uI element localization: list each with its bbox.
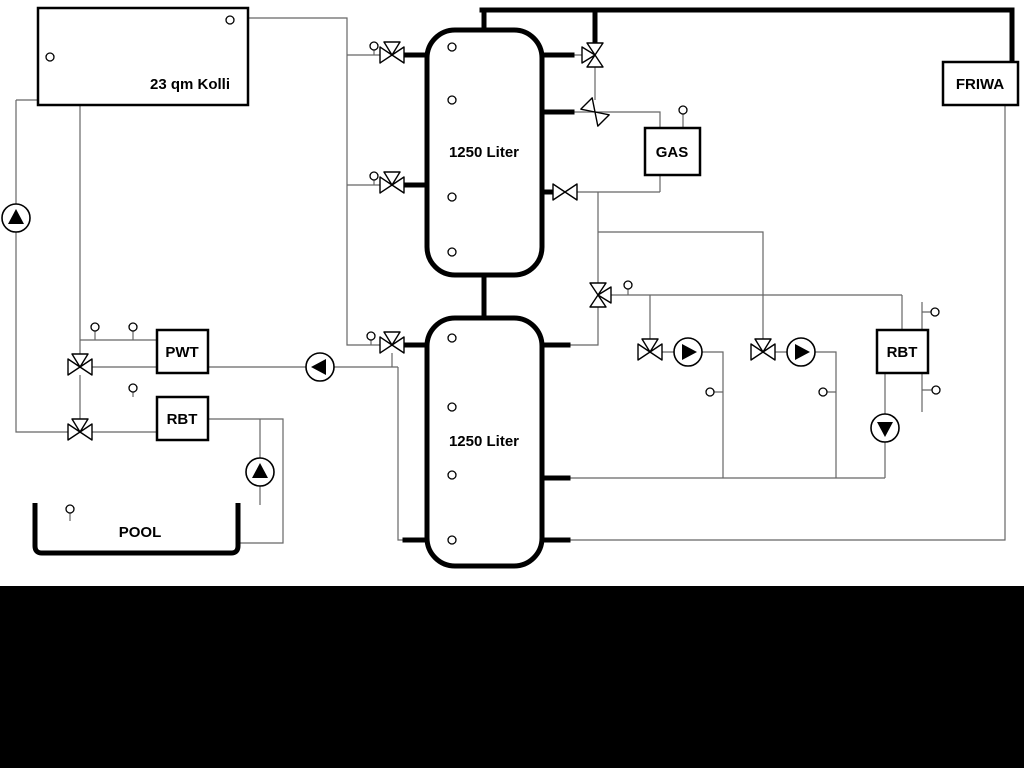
pool-label: POOL bbox=[119, 524, 162, 541]
pump-icon-solar-up bbox=[1, 203, 31, 233]
temperature-sensor-icon-valve-1 bbox=[369, 41, 379, 51]
tank-top-label: 1250 Liter bbox=[449, 144, 519, 161]
temperature-sensor-icon-tank1-1 bbox=[447, 42, 457, 52]
pump-icon-pool-up bbox=[245, 457, 275, 487]
temperature-sensor-icon-collector-left bbox=[45, 52, 55, 62]
gas-label: GAS bbox=[656, 144, 689, 161]
solar-collector-box bbox=[36, 6, 250, 107]
friwa-box bbox=[941, 60, 1020, 107]
temperature-sensor-icon-tank1-4 bbox=[447, 247, 457, 257]
pwt-label: PWT bbox=[165, 344, 198, 361]
temperature-sensor-icon-rbt-right-top bbox=[930, 307, 940, 317]
temperature-sensor-icon-rbt-right-bottom bbox=[931, 385, 941, 395]
collector-label: 23 qm Kolli bbox=[150, 76, 230, 93]
pump-icon-heating-circuit-2 bbox=[786, 337, 816, 367]
temperature-sensor-icon-valve-2 bbox=[369, 171, 379, 181]
temperature-sensor-icon-pwt-line-2 bbox=[128, 322, 138, 332]
temperature-sensor-icon-rbt-left bbox=[128, 383, 138, 393]
temperature-sensor-icon-tank2-1 bbox=[447, 333, 457, 343]
temperature-sensor-icon-pwt-line-1 bbox=[90, 322, 100, 332]
temperature-sensor-icon-header bbox=[623, 280, 633, 290]
tank-bottom-label: 1250 Liter bbox=[449, 433, 519, 450]
rbt-left-label: RBT bbox=[167, 411, 198, 428]
friwa-label: FRIWA bbox=[956, 76, 1004, 93]
pipes-thick bbox=[399, 7, 1015, 543]
temperature-sensor-icon-gas bbox=[678, 105, 688, 115]
pump-icon-rbt-down bbox=[870, 413, 900, 443]
temperature-sensor-icon-valve-3 bbox=[366, 331, 376, 341]
temperature-sensor-icon-tank2-4 bbox=[447, 535, 457, 545]
temperature-sensor-icon-tank2-3 bbox=[447, 470, 457, 480]
temperature-sensor-icon-tank1-3 bbox=[447, 192, 457, 202]
temperature-sensor-icon-pool bbox=[65, 504, 75, 514]
pwt-heat-exchanger-box bbox=[155, 328, 210, 375]
gas-boiler-box bbox=[643, 126, 702, 177]
rbt-left-box bbox=[155, 395, 210, 442]
buffer-tank-top bbox=[424, 27, 545, 278]
pool-basin bbox=[32, 503, 241, 556]
pump-icon-charge-left bbox=[305, 352, 335, 382]
temperature-sensor-icon-circuit-2 bbox=[818, 387, 828, 397]
rbt-right-box bbox=[875, 328, 930, 375]
temperature-sensor-icon-collector-top bbox=[225, 15, 235, 25]
pump-icon-heating-circuit-1 bbox=[673, 337, 703, 367]
rbt-right-label: RBT bbox=[887, 344, 918, 361]
buffer-tank-bottom bbox=[424, 315, 545, 569]
temperature-sensor-icon-tank1-2 bbox=[447, 95, 457, 105]
temperature-sensor-icon-tank2-2 bbox=[447, 402, 457, 412]
temperature-sensor-icon-circuit-1 bbox=[705, 387, 715, 397]
